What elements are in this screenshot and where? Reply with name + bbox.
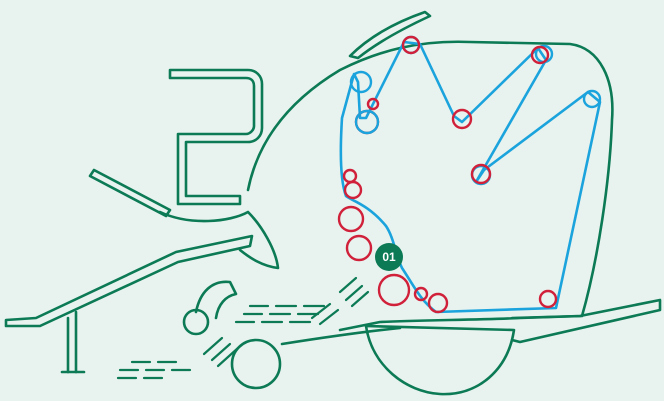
roller-10 xyxy=(347,236,371,260)
pickup-wheel xyxy=(184,310,208,334)
roller-4 xyxy=(453,110,471,128)
chamber-body xyxy=(248,42,612,330)
belt-outer xyxy=(341,42,600,312)
roller-8 xyxy=(345,182,361,198)
roller-11 xyxy=(379,275,409,305)
drawbar xyxy=(6,236,252,326)
rotor-wheel xyxy=(232,340,280,388)
belt-roller-top-left xyxy=(351,72,371,92)
roller-9 xyxy=(339,207,363,231)
baling-belt xyxy=(341,42,600,312)
step-badge-label: 01 xyxy=(382,250,396,264)
roller-14 xyxy=(540,291,556,307)
pickup-shield xyxy=(160,212,278,268)
step-badge[interactable]: 01 xyxy=(375,243,403,271)
wheel xyxy=(366,326,514,394)
brace xyxy=(90,170,170,216)
roller-7 xyxy=(344,170,356,182)
machine-outline xyxy=(6,12,660,394)
crop-flow xyxy=(118,278,368,378)
support-leg xyxy=(68,312,76,372)
roller-13 xyxy=(429,294,447,312)
